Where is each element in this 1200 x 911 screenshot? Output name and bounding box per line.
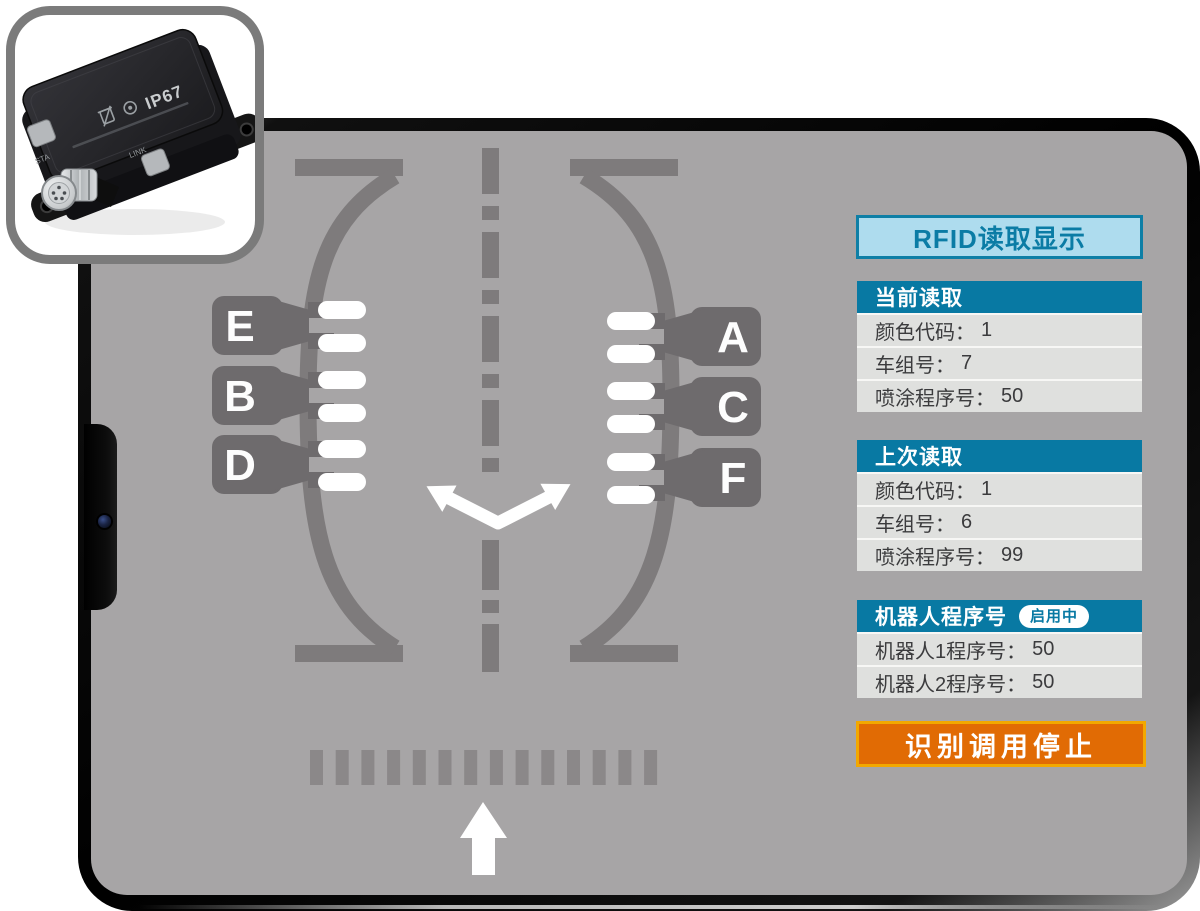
- page-title-text: RFID读取显示: [913, 223, 1086, 254]
- station-label: C: [717, 383, 749, 432]
- split-arrow-icon: [426, 483, 571, 530]
- row-car-group: 车组号： 6: [857, 505, 1142, 538]
- panel-header: 机器人程序号 启用中: [857, 600, 1142, 632]
- station-label: A: [717, 313, 749, 362]
- station-label: B: [224, 372, 256, 421]
- row-value: 1: [981, 478, 993, 500]
- panel-header: 上次读取: [857, 440, 1142, 472]
- row-label: 颜色代码：: [875, 322, 975, 344]
- status-badge: 启用中: [1019, 604, 1090, 628]
- row-value: 1: [981, 319, 993, 341]
- station-b: [212, 366, 366, 425]
- stop-recognition-button[interactable]: 识别调用停止: [856, 721, 1146, 767]
- row-value: 50: [1032, 671, 1055, 693]
- station-c: [607, 377, 761, 436]
- left-track-bottom-cap: [295, 645, 403, 662]
- gear-icon: [123, 100, 138, 115]
- row-robot1-program: 机器人1程序号： 50: [857, 632, 1142, 665]
- panel-header-text: 当前读取: [875, 287, 963, 310]
- row-robot2-program: 机器人2程序号： 50: [857, 665, 1142, 698]
- sensor-photo-card: IP67 STA LINK: [6, 6, 264, 264]
- page-title: RFID读取显示: [856, 215, 1143, 259]
- stations-left: E B D: [212, 296, 366, 494]
- stations-right: A C F: [607, 307, 761, 507]
- row-value: 50: [1032, 638, 1055, 660]
- row-value: 7: [961, 352, 973, 374]
- panel-current-read: 当前读取 颜色代码： 1 车组号： 7 喷涂程序号： 50: [857, 281, 1142, 412]
- row-color-code: 颜色代码： 1: [857, 472, 1142, 505]
- rfid-sensor-illustration: IP67 STA LINK: [22, 28, 255, 235]
- panel-header-text: 机器人程序号: [875, 606, 1007, 629]
- up-arrow-icon: [460, 802, 507, 875]
- camera-bump: [84, 424, 117, 610]
- tablet-screen: E B D: [91, 131, 1187, 895]
- row-label: 喷涂程序号：: [875, 388, 995, 410]
- mount-hole-icon: [239, 122, 254, 137]
- weee-icon: [97, 105, 115, 127]
- engraved-text-line: [72, 102, 189, 149]
- row-paint-program: 喷涂程序号： 50: [857, 379, 1142, 412]
- panel-header: 当前读取: [857, 281, 1142, 313]
- row-value: 99: [1001, 544, 1024, 566]
- station-a: [607, 307, 761, 366]
- row-label: 颜色代码：: [875, 481, 975, 503]
- station-d: [212, 435, 366, 494]
- row-car-group: 车组号： 7: [857, 346, 1142, 379]
- tablet-frame: E B D: [78, 118, 1200, 911]
- station-label: E: [225, 302, 254, 351]
- panel-header-text: 上次读取: [875, 446, 963, 469]
- camera-lens-icon: [98, 515, 111, 528]
- row-value: 6: [961, 511, 973, 533]
- station-f: [607, 448, 761, 507]
- led-link: [140, 148, 170, 177]
- left-track-top-cap: [295, 159, 403, 176]
- panel-robot-program: 机器人程序号 启用中 机器人1程序号： 50 机器人2程序号： 50: [857, 600, 1142, 698]
- panel-last-read: 上次读取 颜色代码： 1 车组号： 6 喷涂程序号： 99: [857, 440, 1142, 571]
- device-shadow: [45, 209, 225, 235]
- row-label: 机器人1程序号：: [875, 641, 1027, 663]
- m12-connector-icon: [41, 168, 119, 211]
- row-paint-program: 喷涂程序号： 99: [857, 538, 1142, 571]
- row-label: 喷涂程序号：: [875, 547, 995, 569]
- row-label: 车组号：: [875, 514, 955, 536]
- row-color-code: 颜色代码： 1: [857, 313, 1142, 346]
- station-e: [212, 296, 366, 355]
- row-label: 机器人2程序号：: [875, 674, 1027, 696]
- stop-button-label: 识别调用停止: [905, 731, 1097, 762]
- led-sta: [26, 119, 56, 148]
- row-value: 50: [1001, 385, 1024, 407]
- station-label: F: [720, 454, 747, 503]
- station-label: D: [224, 441, 256, 490]
- right-track-top-cap: [570, 159, 678, 176]
- row-label: 车组号：: [875, 355, 955, 377]
- track-diagram: E B D: [212, 148, 761, 875]
